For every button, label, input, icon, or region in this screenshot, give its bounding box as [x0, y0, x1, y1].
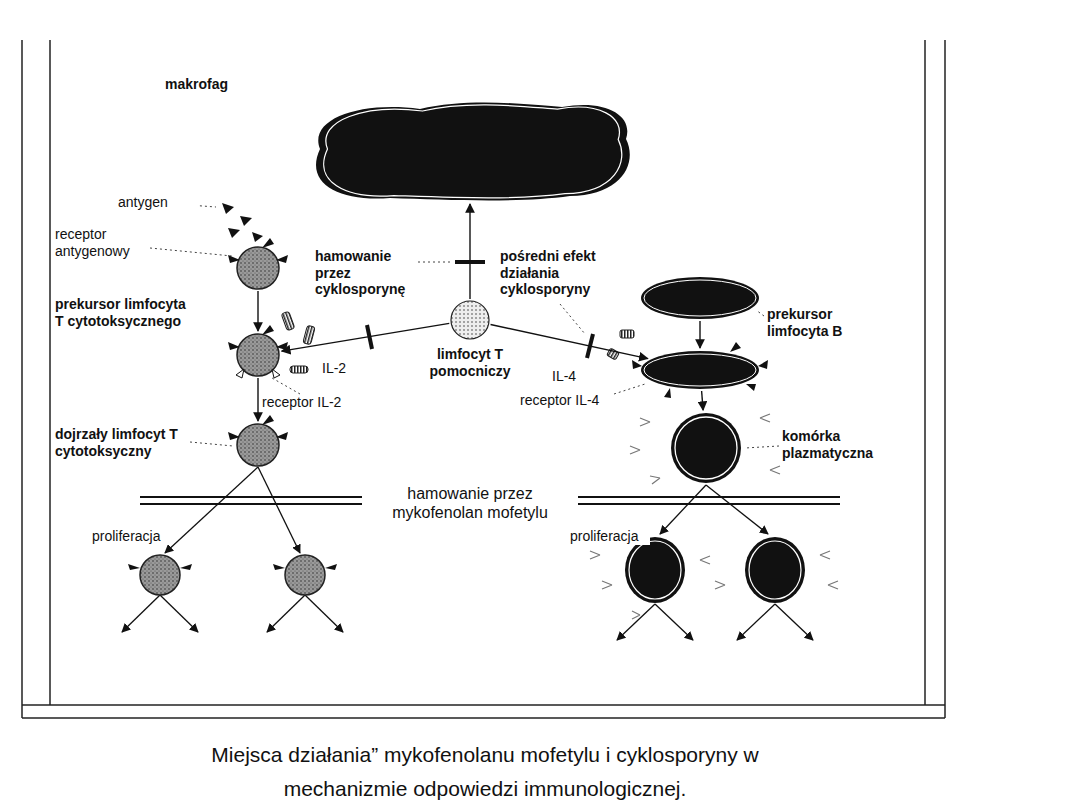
b-cell-shape	[640, 350, 760, 390]
activated-b-cell: receptor IL-4	[640, 350, 760, 390]
receptor-label: receptor antygenowy	[55, 226, 155, 259]
cell-label: limfocyt T pomocniczy	[420, 346, 520, 379]
plasma-cell: komórka plazmatyczna	[670, 412, 742, 484]
interleukin-label: IL-2	[322, 360, 362, 377]
leader-lines	[150, 204, 779, 448]
proliferation-t	[122, 467, 343, 632]
cell-label: dojrzały limfocyt T cytotoksyczny	[55, 426, 190, 459]
b-cell-shape	[640, 276, 760, 320]
frame	[22, 40, 945, 718]
cell-label: prekursor limfocyta T cytotoksycznego	[55, 296, 190, 329]
antigen-label: antygen	[118, 194, 198, 211]
interleukin-label: IL-4	[552, 368, 592, 385]
macrophage-cell: makrofag	[300, 97, 640, 202]
t-cell-shape	[236, 333, 280, 377]
cell-label: receptor IL-4	[520, 392, 630, 409]
t-cell-shape	[236, 423, 280, 467]
cyclosporine-note: pośredni efekt działania cyklosporyny	[500, 248, 615, 298]
connector-arrow	[699, 321, 700, 348]
mycophenolate-note: hamowanie przez mykofenolan mofetylu	[375, 485, 565, 523]
antigen-particles	[222, 203, 263, 242]
mature-t-cell: dojrzały limfocyt T cytotoksyczny	[236, 423, 280, 467]
cell-label: prekursor limfocyta B	[767, 306, 877, 339]
connector-arrow	[702, 391, 703, 410]
macrophage-shape	[300, 97, 640, 202]
cell-label: komórka plazmatyczna	[782, 428, 897, 461]
cell-label: receptor IL-2	[262, 394, 372, 411]
proliferation-b	[617, 485, 813, 640]
proliferation-label: proliferacja	[92, 528, 172, 545]
plasma-cell-shape	[670, 412, 742, 484]
activated-t-cell: receptor IL-2	[236, 333, 280, 377]
daughter-t-cells	[128, 555, 337, 595]
daughter-plasma-cells	[625, 537, 805, 603]
proliferation-label: proliferacja	[570, 528, 650, 545]
helper-t-cell: limfocyt T pomocniczy	[450, 300, 490, 340]
t-precursor-cell: receptor antygenowyprekursor limfocyta T…	[236, 246, 280, 290]
helper-cell-shape	[450, 300, 490, 340]
t-cell-shape	[236, 246, 280, 290]
cyclosporine-note: hamowanie przez cyklosporynę	[315, 248, 415, 298]
connector-arrow	[469, 204, 470, 299]
connector-arrow	[491, 324, 648, 358]
figure-caption: Miejsca działania” mykofenolanu mofetylu…	[190, 738, 780, 805]
connector-arrow	[257, 291, 258, 331]
connector-arrow	[257, 378, 258, 421]
connector-arrow	[282, 323, 450, 351]
b-precursor-cell: prekursor limfocyta B	[640, 276, 760, 320]
cell-label: makrofag	[165, 76, 255, 93]
